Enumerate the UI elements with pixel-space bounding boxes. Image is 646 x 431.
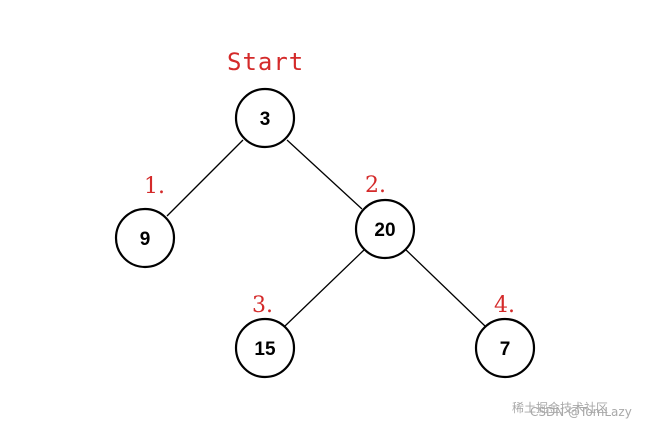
step-label-4: 4. — [494, 293, 515, 318]
node-circle — [234, 87, 296, 149]
node-circle — [354, 198, 416, 260]
edge-3-to-9 — [166, 139, 244, 217]
tree-node-15: 15 — [234, 317, 296, 379]
node-value: 9 — [140, 229, 151, 250]
node-circle — [474, 317, 536, 379]
node-value: 15 — [254, 339, 276, 360]
step-label-2: 2. — [365, 173, 386, 198]
tree-edges — [166, 139, 486, 327]
tree-node-9: 9 — [114, 207, 176, 269]
edge-3-to-20 — [286, 139, 363, 210]
node-value: 3 — [260, 109, 271, 130]
start-label: Start — [227, 48, 304, 76]
node-value: 20 — [374, 220, 395, 241]
watermark-text-csdn: CSDN @TomLazy — [530, 405, 632, 419]
watermark-text-cn: 稀土掘金技术社区 — [512, 400, 608, 415]
tree-node-7: 7 — [474, 317, 536, 379]
watermark: 稀土掘金技术社区 CSDN @TomLazy — [512, 400, 632, 419]
node-value: 7 — [500, 339, 511, 360]
tree-node-20: 20 — [354, 198, 416, 260]
edge-20-to-15 — [284, 249, 365, 327]
node-circle — [234, 317, 296, 379]
step-label-3: 3. — [252, 293, 273, 318]
tree-node-3: 3 — [234, 87, 296, 149]
step-label-1: 1. — [144, 174, 165, 199]
edge-20-to-7 — [403, 247, 486, 327]
node-circle — [114, 207, 176, 269]
